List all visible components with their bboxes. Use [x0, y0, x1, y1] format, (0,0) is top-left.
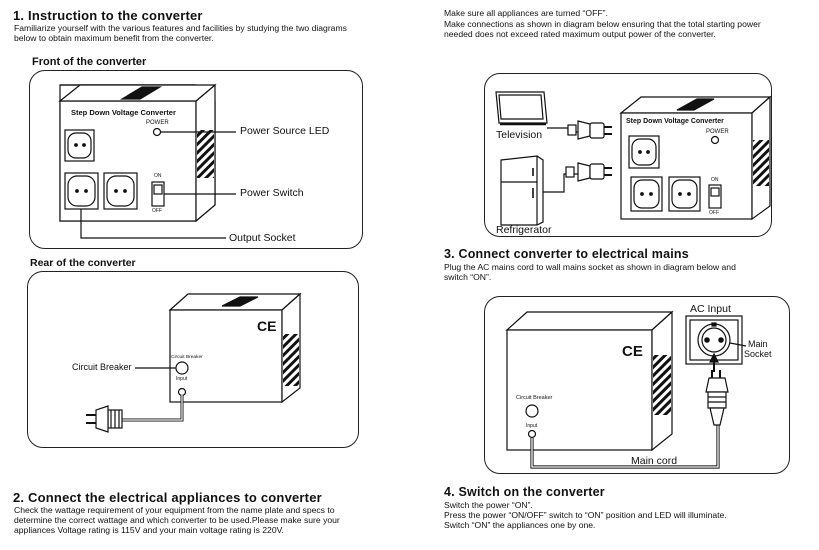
- main-cord-label: Main cord: [631, 455, 678, 467]
- appliance-converter-box: [619, 95, 772, 221]
- front-converter-box: [58, 83, 236, 239]
- front-panel: [29, 70, 363, 249]
- section3-line2: switch “ON”.: [444, 272, 492, 282]
- front-box-title: Step Down Voltage Converter: [71, 108, 176, 117]
- section4-line2: Press the power “ON/OFF” switch to “ON” …: [444, 510, 727, 520]
- intro-line2: Make connections as shown in diagram bel…: [444, 19, 761, 29]
- rear-panel: [27, 271, 359, 448]
- appliance-off-label: OFF: [709, 210, 719, 216]
- mains-input-small: Input: [526, 423, 538, 429]
- appliances-panel: [484, 73, 772, 237]
- section4-title: 4. Switch on the converter: [444, 485, 605, 499]
- front-heading: Front of the converter: [32, 56, 147, 68]
- mains-panel: [484, 296, 790, 474]
- main-socket-label-line1: Main: [748, 339, 768, 349]
- mains-ce-mark: CE: [622, 343, 643, 360]
- section2-line3: appliances Voltage rating is 115V and yo…: [14, 525, 284, 535]
- front-on-label: ON: [154, 173, 162, 179]
- callout-power-switch: Power Switch: [240, 187, 304, 199]
- section1-desc-line2: below to obtain maximum benefit from the…: [14, 33, 214, 43]
- mains-converter-box: [505, 310, 747, 469]
- callout-power-led: Power Source LED: [240, 125, 330, 137]
- ac-input-label: AC Input: [690, 303, 731, 315]
- section3-title: 3. Connect converter to electrical mains: [444, 247, 689, 261]
- front-off-label: OFF: [152, 208, 162, 214]
- intro-line1: Make sure all appliances are turned “OFF…: [444, 8, 608, 18]
- refrigerator-drawing: [500, 155, 612, 226]
- callout-output-socket: Output Socket: [229, 232, 296, 244]
- appliance-on-label: ON: [711, 177, 719, 183]
- rear-input-small: Input: [176, 376, 188, 382]
- section2-line1: Check the wattage requirement of your eq…: [14, 505, 335, 515]
- rear-breaker-small: Circuit Breaker: [171, 355, 203, 360]
- intro-line3: needed does not exceed rated maximum out…: [444, 29, 716, 39]
- callout-circuit-breaker: Circuit Breaker: [72, 362, 132, 372]
- tv-label: Television: [496, 129, 543, 141]
- rear-heading: Rear of the converter: [30, 257, 136, 269]
- section3-line1: Plug the AC mains cord to wall mains soc…: [444, 262, 736, 272]
- fridge-label: Refrigerator: [496, 224, 552, 236]
- section1-title: 1. Instruction to the converter: [13, 8, 203, 23]
- rear-converter-box: [86, 292, 302, 433]
- mains-breaker-small: Circuit Breaker: [516, 395, 553, 401]
- section4-line3: Switch “ON” the appliances one by one.: [444, 520, 596, 530]
- front-power-label: POWER: [146, 120, 169, 126]
- section2-line2: determine the correct wattage and which …: [14, 515, 340, 525]
- section4-line1: Switch the power “ON”.: [444, 500, 533, 510]
- appliance-box-title: Step Down Voltage Converter: [626, 118, 724, 125]
- section2-title: 2. Connect the electrical appliances to …: [13, 490, 322, 505]
- rear-ce-mark: CE: [257, 318, 277, 334]
- television-drawing: [495, 91, 612, 140]
- appliance-power-label: POWER: [706, 129, 729, 135]
- main-socket-label-line2: Socket: [744, 349, 772, 359]
- section1-desc-line1: Familiarize yourself with the various fe…: [14, 23, 347, 33]
